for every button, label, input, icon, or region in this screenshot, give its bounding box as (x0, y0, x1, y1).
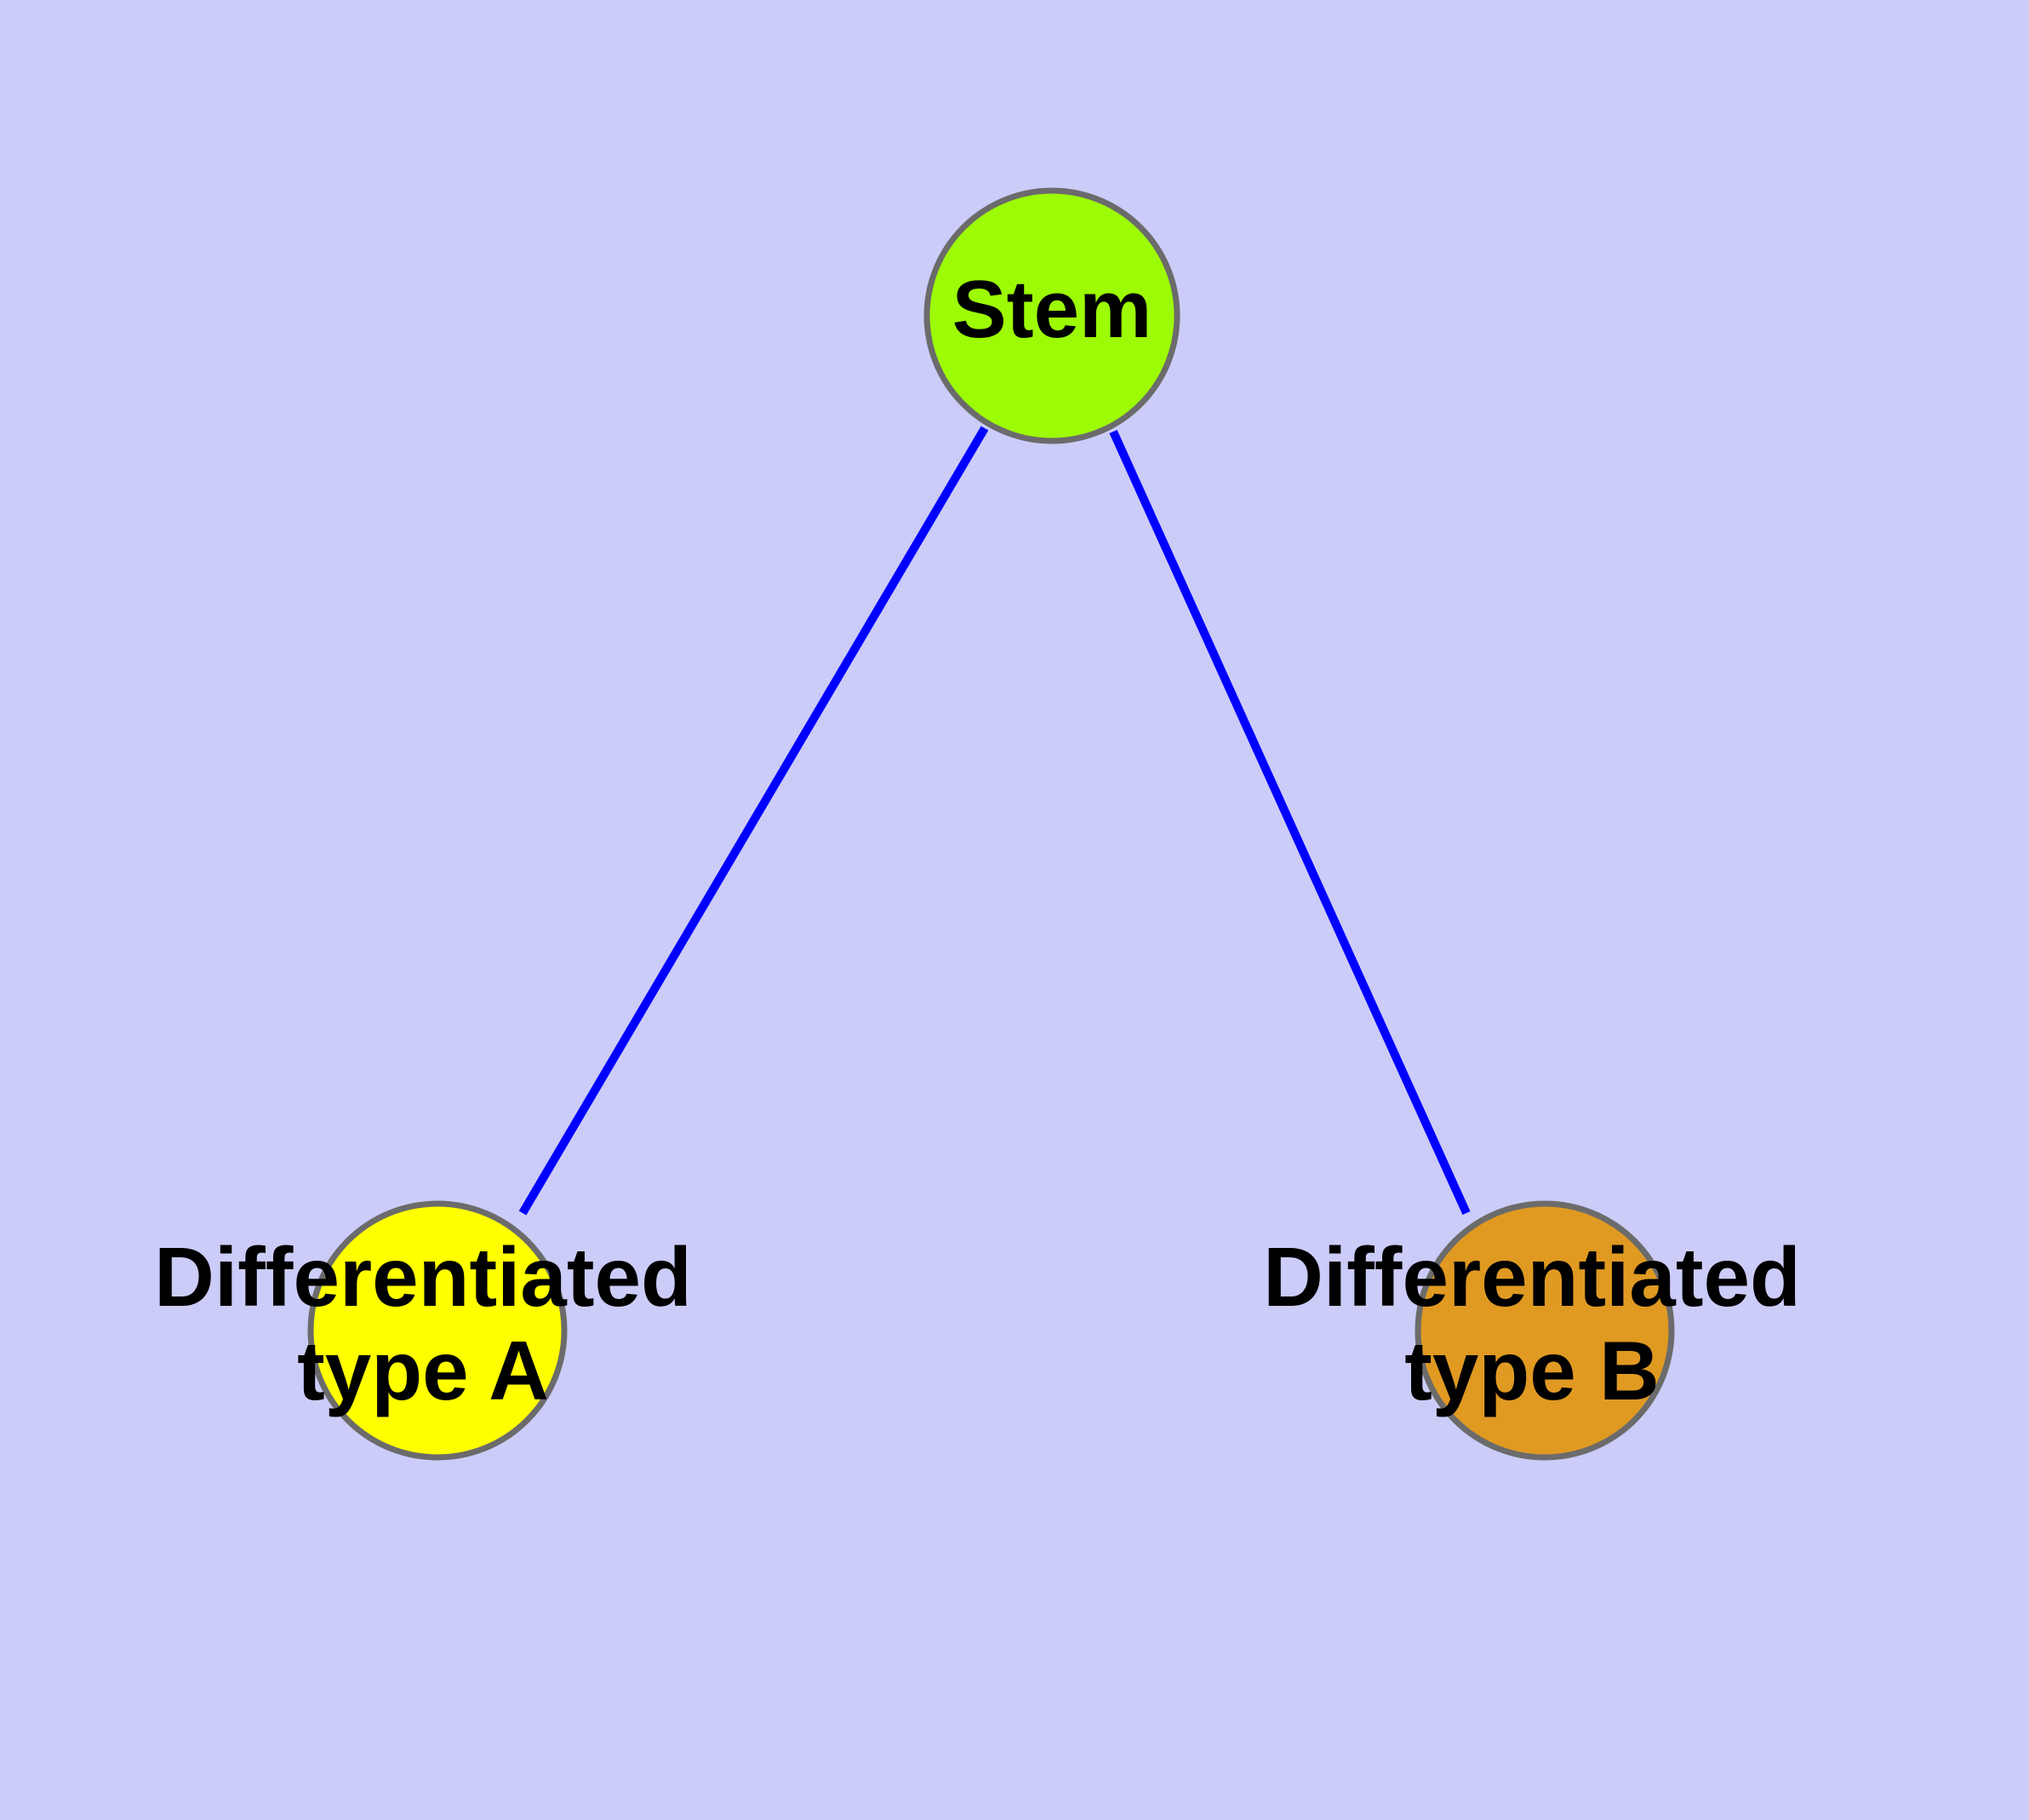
stem-node-label: Stem (952, 264, 1152, 355)
edge-stem-to-type-b[interactable] (1109, 429, 1471, 1216)
node-label-line: Differentiated (1263, 1230, 1801, 1324)
node-label-line: type B (1404, 1324, 1660, 1417)
node-label-line: type A (297, 1324, 549, 1417)
node-label-line: Stem (952, 264, 1152, 355)
node-stem[interactable]: Stem (923, 187, 1180, 444)
edge-stem-to-type-a[interactable] (518, 426, 989, 1216)
stem-node-circle[interactable] (923, 187, 1180, 444)
type-b-node-circle[interactable] (1415, 1200, 1675, 1461)
node-label-line: Differentiated (154, 1230, 692, 1324)
edges-layer (518, 426, 1471, 1216)
type-a-node-circle[interactable] (307, 1200, 568, 1461)
